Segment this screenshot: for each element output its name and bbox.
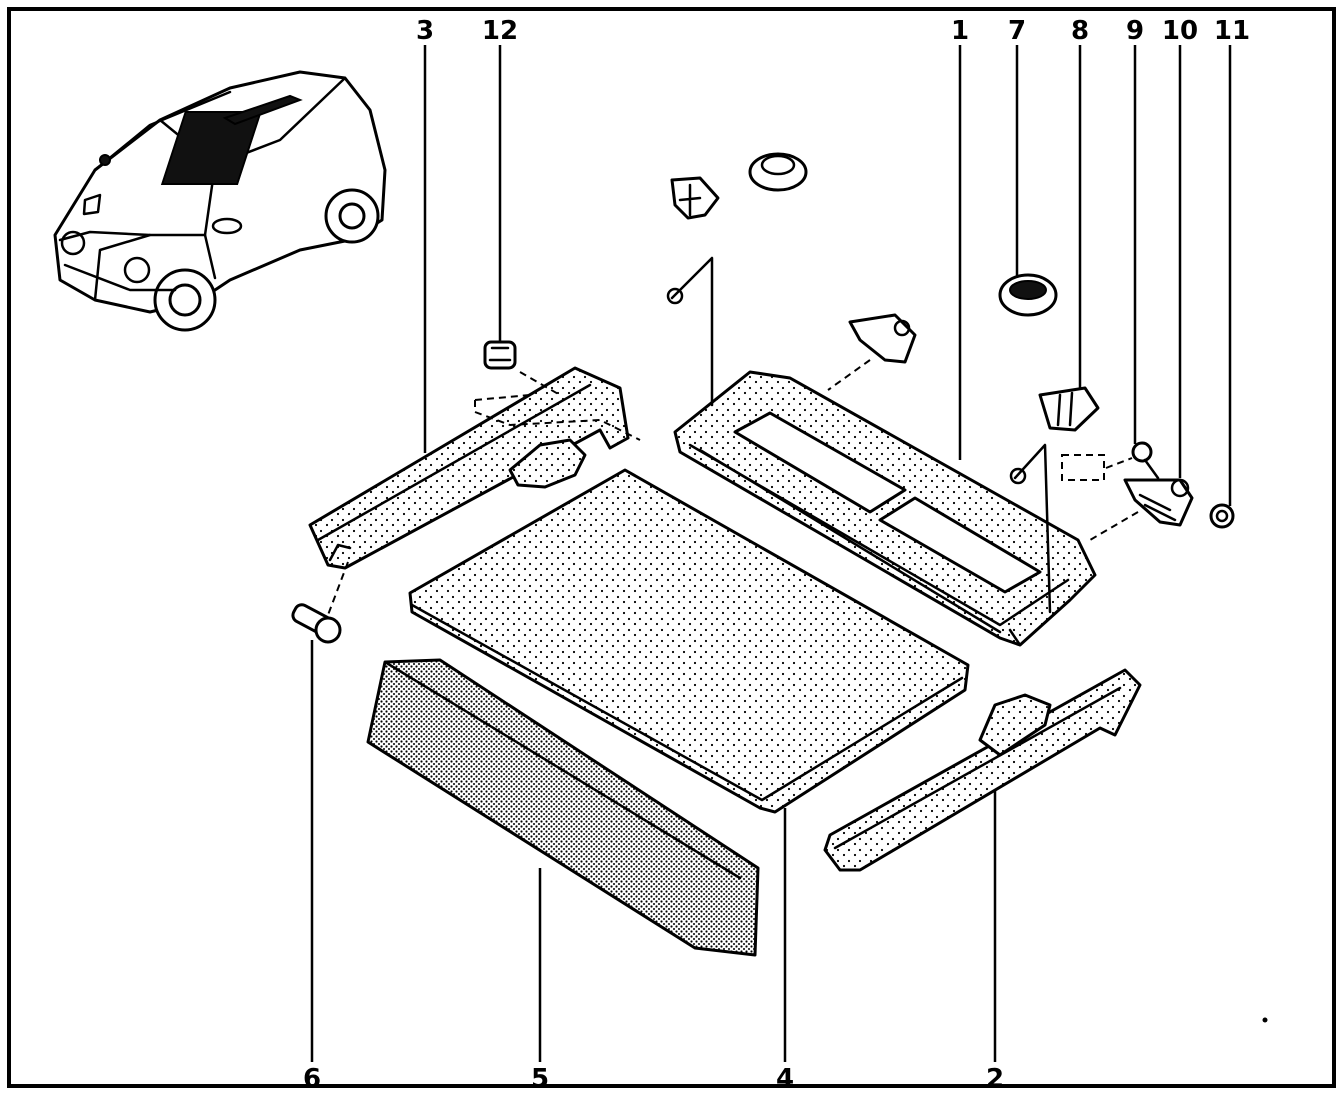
right-side-rail-part — [823, 668, 1142, 872]
nut-part-11 — [1209, 503, 1235, 529]
cord-right — [1009, 443, 1052, 614]
callout-1: 1 — [951, 16, 969, 46]
callout-9: 9 — [1126, 16, 1144, 46]
clip-part-12 — [483, 340, 517, 370]
fastener-part-6 — [291, 603, 342, 644]
parcel-shelf-part — [673, 370, 1097, 647]
vehicle-location-illustration — [53, 70, 387, 332]
cord-left — [666, 256, 714, 407]
callout-3: 3 — [416, 16, 434, 46]
callout-8: 8 — [1071, 16, 1089, 46]
callout-5: 5 — [531, 1064, 549, 1094]
screw-part-9 — [1131, 441, 1160, 480]
hinge-bracket-left — [848, 313, 917, 364]
callout-6: 6 — [303, 1064, 321, 1094]
round-clip-top — [748, 152, 808, 192]
boot-floor-panel-part — [408, 468, 970, 814]
callout-10: 10 — [1162, 16, 1198, 46]
leader-lines — [310, 45, 1232, 1062]
callout-7: 7 — [1008, 16, 1026, 46]
grommet-part-7 — [998, 273, 1058, 317]
carpet-panel-part — [366, 658, 760, 957]
callout-11: 11 — [1214, 16, 1250, 46]
left-side-rail-part — [308, 366, 630, 570]
callout-12: 12 — [482, 16, 518, 46]
stray-dot — [1262, 1017, 1268, 1023]
hinge-bracket-top-left — [670, 176, 720, 220]
callout-2: 2 — [986, 1064, 1004, 1094]
diagram-border — [7, 7, 1336, 1088]
callout-labels: 3 12 1 7 8 9 10 11 6 5 4 2 — [303, 16, 1250, 1094]
callout-4: 4 — [776, 1064, 794, 1094]
hinge-bracket-part-10 — [1123, 478, 1194, 527]
dashed-box — [1061, 454, 1105, 481]
clip-part-8 — [1038, 386, 1100, 432]
